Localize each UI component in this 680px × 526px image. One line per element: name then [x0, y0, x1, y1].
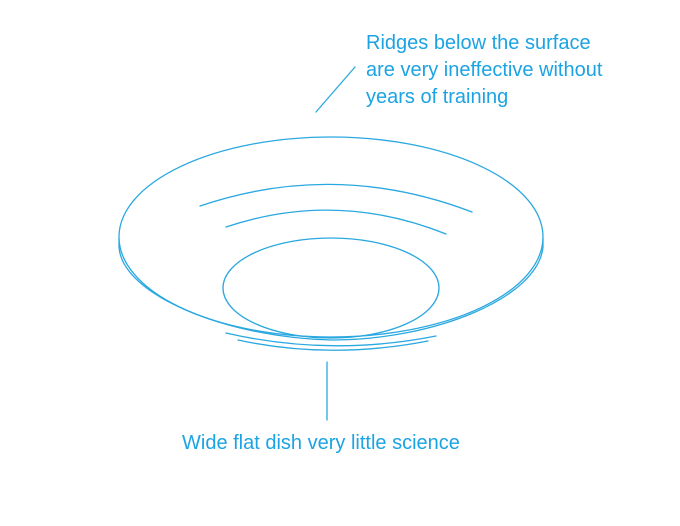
ridges-callout-line-3: years of training [366, 86, 509, 108]
dish-rim-thickness [118, 238, 544, 341]
ridges-callout-line-2: are very ineffective without [366, 59, 603, 81]
dish-strokes [118, 66, 544, 421]
dish-ridge-outer [199, 183, 473, 213]
dish-base-rim [225, 332, 437, 347]
ridges-callout: Ridges below the surface are very ineffe… [366, 30, 602, 111]
dish-callout: Wide flat dish very little science [182, 432, 460, 454]
ridges-leader-line [315, 66, 356, 113]
dish-base-rim-lower [237, 339, 429, 351]
dish-rim [118, 136, 544, 338]
dish-floor [222, 237, 440, 339]
ridges-callout-line-1: Ridges below the surface [366, 32, 591, 54]
dish-ridge-inner [225, 209, 447, 235]
